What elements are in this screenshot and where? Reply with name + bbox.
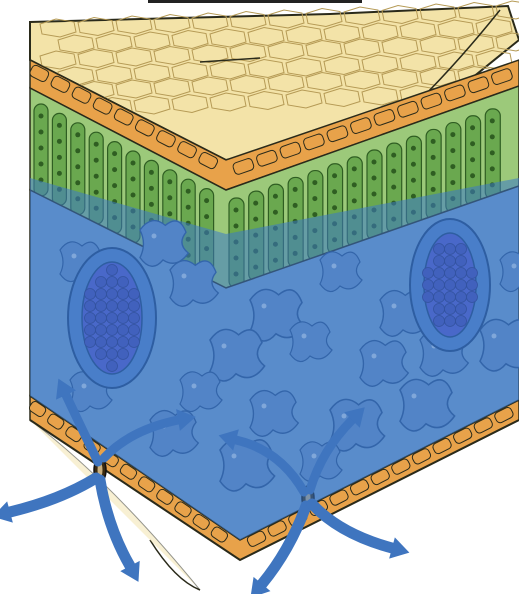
- arrow-left-out-1: [10, 478, 96, 512]
- top-mark: [148, 0, 362, 3]
- arrowhead: [389, 537, 412, 563]
- arrow-left-out-2: [100, 480, 130, 566]
- arrow-right-out-2: [312, 504, 392, 548]
